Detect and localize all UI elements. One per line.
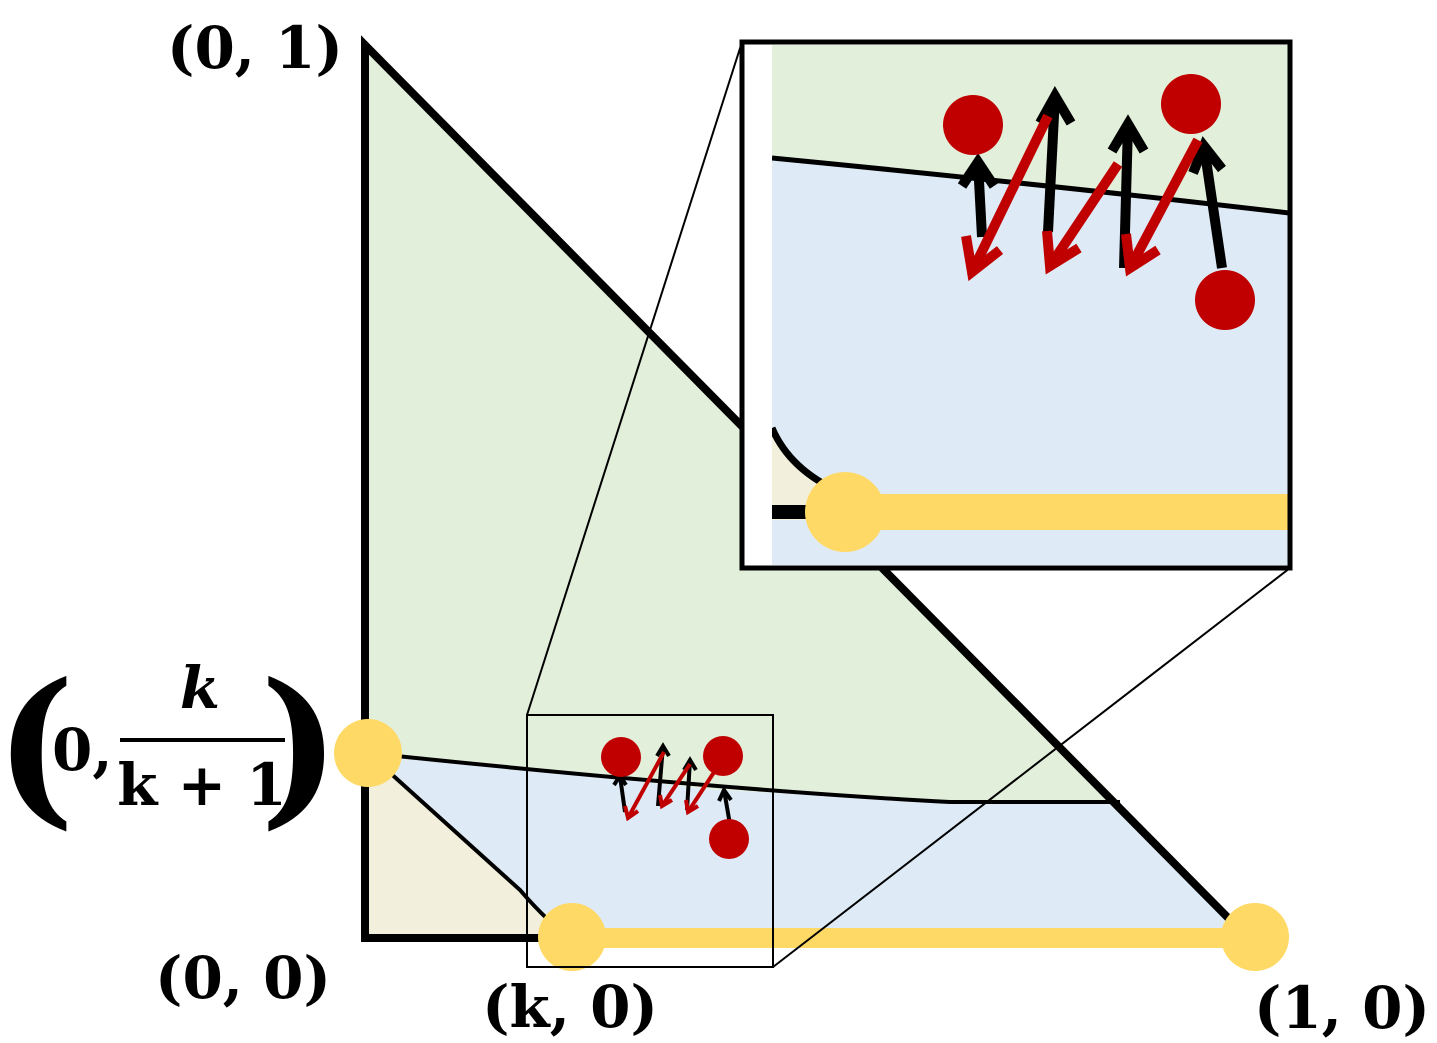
small-red-arrowhead-1: [623, 805, 640, 822]
left-close-paren: ): [260, 646, 340, 846]
label-top: (0, 1): [167, 14, 343, 82]
zoom-blue-region: [772, 158, 1289, 565]
zoom-red-arrow-2: [1045, 161, 1123, 269]
zoom-source-box: [526, 714, 774, 968]
zoom-yellow-point: [805, 472, 885, 552]
label-one-point: (1, 0): [1254, 974, 1430, 1042]
zoom-connector-bottom: [772, 567, 1291, 968]
zoom-red-arrow-3: [1125, 137, 1203, 271]
label-left-fraction: ( 0, k k + 1 ): [0, 646, 340, 846]
label-origin: (0, 0): [155, 944, 331, 1012]
zoom-black-arrowhead-3: [1107, 114, 1149, 154]
zoom-red-point-1: [943, 95, 1003, 155]
small-red-point-1: [601, 737, 641, 777]
zoom-black-arrow-1: [973, 161, 987, 238]
left-open-paren: (: [0, 646, 75, 846]
zoom-inset-frame: [739, 39, 1293, 571]
zoom-red-point-3: [1195, 270, 1255, 330]
zoom-red-arrowhead-3: [1121, 233, 1161, 277]
zoom-connector-top: [526, 41, 743, 716]
upper-boundary-curve: [367, 751, 1120, 804]
label-k-point: (k, 0): [482, 973, 658, 1041]
left-numerator: k: [180, 654, 220, 722]
zoom-inset: [739, 39, 1293, 571]
small-black-arrowhead-4: [717, 785, 733, 802]
zoom-red-point-2: [1161, 74, 1221, 134]
zoom-red-arrow-1: [967, 113, 1053, 275]
zoom-red-arrows: [961, 113, 1203, 282]
small-red-arrowhead-3: [684, 799, 700, 816]
zoom-source-frame: [526, 714, 774, 968]
small-red-point-2: [703, 736, 743, 776]
zoom-black-arrow-4: [1199, 145, 1227, 269]
zoom-black-arrowhead-1: [957, 152, 999, 189]
zoom-black-arrow-2: [1043, 95, 1060, 233]
small-red-arrow-2: [660, 762, 692, 808]
small-red-arrow-1: [626, 751, 666, 819]
left-denominator: k + 1: [117, 751, 287, 819]
yellow-point-left: [334, 719, 402, 787]
zoom-black-arrows: [957, 85, 1227, 269]
zoom-red-arrowhead-2: [1042, 230, 1082, 275]
yellow-point-one: [1221, 903, 1289, 971]
left-prefix: 0,: [52, 716, 113, 784]
zoom-upper-curve: [772, 155, 1289, 216]
zoom-black-arrowhead-4: [1188, 136, 1226, 175]
small-red-point-3: [709, 819, 749, 859]
blue-region: [368, 753, 1248, 938]
small-black-arrow-1: [618, 775, 627, 813]
small-black-arrowhead-2: [655, 742, 671, 758]
zoom-black-arrowhead-2: [1035, 85, 1076, 126]
zoom-red-arrowhead-1: [961, 235, 1004, 282]
yellow-point-k: [538, 903, 606, 971]
small-red-arrowhead-2: [658, 794, 674, 810]
